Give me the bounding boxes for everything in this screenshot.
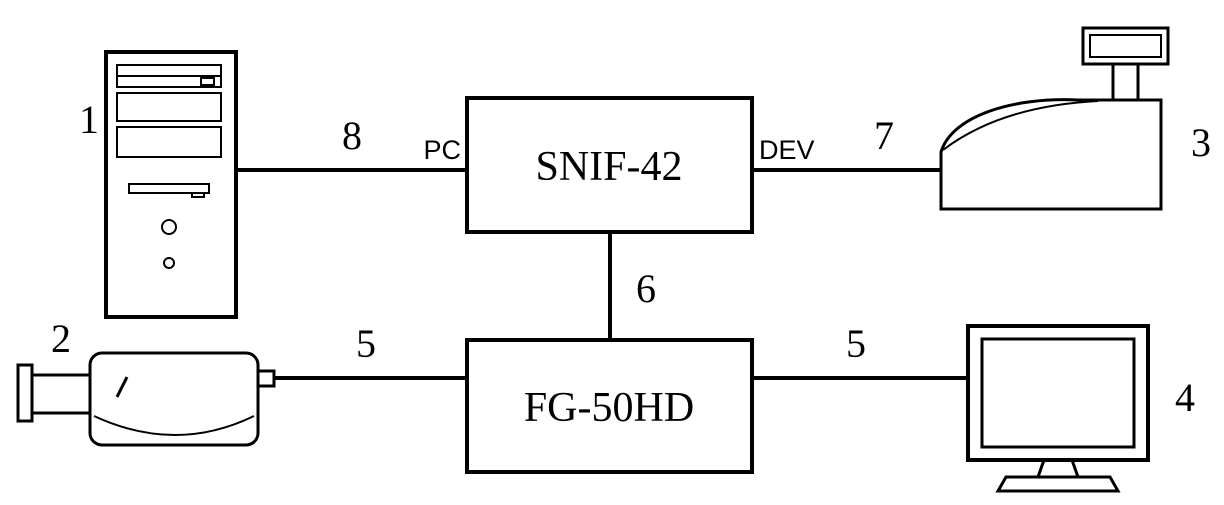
camera-icon — [16, 351, 276, 447]
camera-lens-ring — [16, 363, 34, 423]
computer-case — [104, 50, 238, 319]
fg-50hd-label: FG-50HD — [524, 385, 694, 431]
fg-50hd-box — [465, 338, 754, 474]
cable-label-5-left: 5 — [356, 321, 376, 366]
computer-reset-button — [163, 257, 175, 269]
camera-lens-tube — [30, 373, 92, 415]
cash-register-icon — [939, 26, 1170, 211]
snif-42-label: SNIF-42 — [535, 144, 682, 190]
register-display-screen — [1089, 34, 1162, 58]
computer-floppy-button — [191, 192, 205, 198]
camera-body-contour — [93, 415, 255, 436]
fg-50hd-unit: FG-50HD — [465, 338, 754, 474]
monitor-icon — [966, 324, 1150, 493]
computer-bay-3 — [116, 126, 222, 158]
camera-connector — [256, 369, 276, 388]
cable-label-8: 8 — [342, 113, 362, 158]
port-label-pc: PC — [423, 135, 461, 165]
snif-42-unit: SNIF-42 — [465, 96, 754, 234]
camera-body — [88, 351, 260, 447]
port-label-dev: DEV — [759, 135, 815, 165]
register-body — [939, 98, 1163, 211]
device-number-1: 1 — [79, 97, 99, 142]
device-number-4: 4 — [1175, 375, 1195, 420]
computer-eject-button — [200, 77, 215, 86]
cable-label-7: 7 — [874, 113, 894, 158]
monitor-neck — [1035, 458, 1081, 479]
register-cover-seam — [942, 100, 1099, 151]
camera-marking — [115, 376, 129, 398]
cable-label-6: 6 — [636, 266, 656, 311]
monitor-base — [995, 475, 1121, 493]
register-display-stem — [1111, 62, 1140, 102]
computer-tower-icon — [104, 50, 238, 319]
monitor-screen — [980, 337, 1136, 449]
computer-power-button — [161, 219, 177, 235]
snif-42-box — [465, 96, 754, 234]
computer-bay-2 — [116, 92, 222, 122]
register-display — [1081, 26, 1170, 66]
computer-floppy-slot — [128, 183, 210, 194]
device-number-3: 3 — [1191, 120, 1211, 165]
device-number-2: 2 — [51, 316, 71, 361]
monitor-bezel — [966, 324, 1150, 462]
cable-label-5-right: 5 — [846, 321, 866, 366]
